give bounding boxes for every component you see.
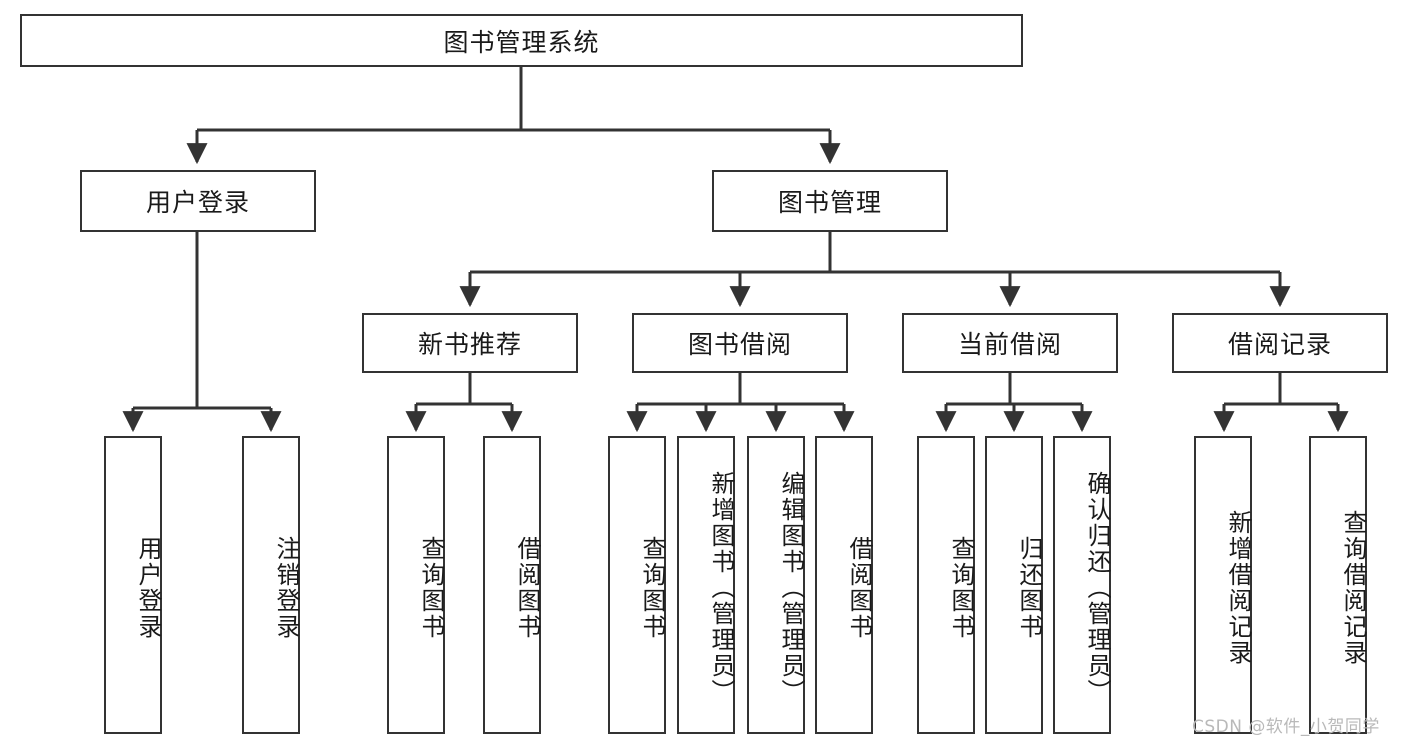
leaf-confirm-return[interactable]: 确认归还（管理员） bbox=[1053, 436, 1111, 734]
leaf-user-login[interactable]: 用户登录 bbox=[104, 436, 162, 734]
node-current-borrow-label: 当前借阅 bbox=[957, 330, 1062, 359]
node-root-label: 图书管理系统 bbox=[443, 27, 600, 57]
leaf-add-record[interactable]: 新增借阅记录 bbox=[1194, 436, 1252, 734]
node-root[interactable]: 图书管理系统 bbox=[20, 14, 1023, 67]
leaf-query-record-label: 查询借阅记录 bbox=[1339, 510, 1367, 666]
node-current-borrow[interactable]: 当前借阅 bbox=[902, 313, 1118, 373]
node-new-book-recommend-label: 新书推荐 bbox=[417, 330, 522, 359]
leaf-query-book-3[interactable]: 查询图书 bbox=[917, 436, 975, 734]
leaf-borrow-book-2[interactable]: 借阅图书 bbox=[815, 436, 873, 734]
watermark: CSDN @软件_小贺同学 bbox=[1192, 717, 1380, 737]
leaf-add-book[interactable]: 新增图书（管理员） bbox=[677, 436, 735, 734]
leaf-query-book-1[interactable]: 查询图书 bbox=[387, 436, 445, 734]
node-book-manage-label: 图书管理 bbox=[777, 188, 882, 217]
leaf-add-book-label: 新增图书（管理员） bbox=[707, 471, 735, 705]
leaf-return-book-label: 归还图书 bbox=[1015, 536, 1043, 640]
leaf-user-login-label: 用户登录 bbox=[134, 536, 162, 640]
node-book-borrow[interactable]: 图书借阅 bbox=[632, 313, 848, 373]
leaf-confirm-return-label: 确认归还（管理员） bbox=[1083, 471, 1111, 705]
leaf-add-record-label: 新增借阅记录 bbox=[1224, 510, 1252, 666]
leaf-return-book[interactable]: 归还图书 bbox=[985, 436, 1043, 734]
node-new-book-recommend[interactable]: 新书推荐 bbox=[362, 313, 578, 373]
node-user-login[interactable]: 用户登录 bbox=[80, 170, 316, 232]
leaf-query-book-3-label: 查询图书 bbox=[947, 536, 975, 640]
leaf-logout-login-label: 注销登录 bbox=[272, 536, 300, 640]
leaf-borrow-book-1-label: 借阅图书 bbox=[513, 536, 541, 640]
leaf-query-book-2[interactable]: 查询图书 bbox=[608, 436, 666, 734]
node-book-manage[interactable]: 图书管理 bbox=[712, 170, 948, 232]
leaf-query-record[interactable]: 查询借阅记录 bbox=[1309, 436, 1367, 734]
node-user-login-label: 用户登录 bbox=[145, 188, 250, 217]
leaf-edit-book[interactable]: 编辑图书（管理员） bbox=[747, 436, 805, 734]
leaf-logout-login[interactable]: 注销登录 bbox=[242, 436, 300, 734]
leaf-edit-book-label: 编辑图书（管理员） bbox=[777, 471, 805, 705]
node-book-borrow-label: 图书借阅 bbox=[687, 330, 792, 359]
node-borrow-record[interactable]: 借阅记录 bbox=[1172, 313, 1388, 373]
leaf-borrow-book-2-label: 借阅图书 bbox=[845, 536, 873, 640]
leaf-query-book-2-label: 查询图书 bbox=[638, 536, 666, 640]
leaf-borrow-book-1[interactable]: 借阅图书 bbox=[483, 436, 541, 734]
node-borrow-record-label: 借阅记录 bbox=[1227, 330, 1332, 359]
leaf-query-book-1-label: 查询图书 bbox=[417, 536, 445, 640]
